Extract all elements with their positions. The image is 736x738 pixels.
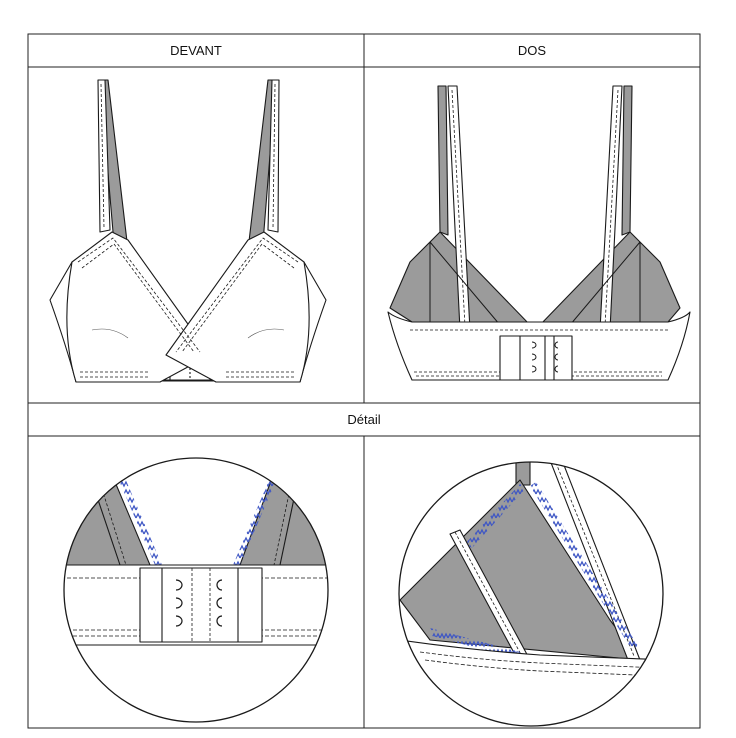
front-drape-lines (91, 328, 285, 339)
header-back: DOS (517, 43, 547, 58)
detail-closure-circle (63, 457, 329, 723)
front-topstitching (77, 237, 299, 378)
back-cup-edges (429, 241, 641, 326)
back-hook-and-eye-closure (499, 335, 573, 381)
front-view-drawing (49, 79, 327, 383)
table-grid (27, 33, 701, 729)
front-left-strap (97, 79, 129, 256)
front-right-cup (165, 231, 310, 383)
header-front: DEVANT (170, 43, 222, 58)
detail-cup-circle (398, 461, 664, 727)
front-right-strap (247, 79, 280, 256)
header-detail: Détail (347, 412, 381, 427)
back-view-drawing (387, 85, 691, 381)
